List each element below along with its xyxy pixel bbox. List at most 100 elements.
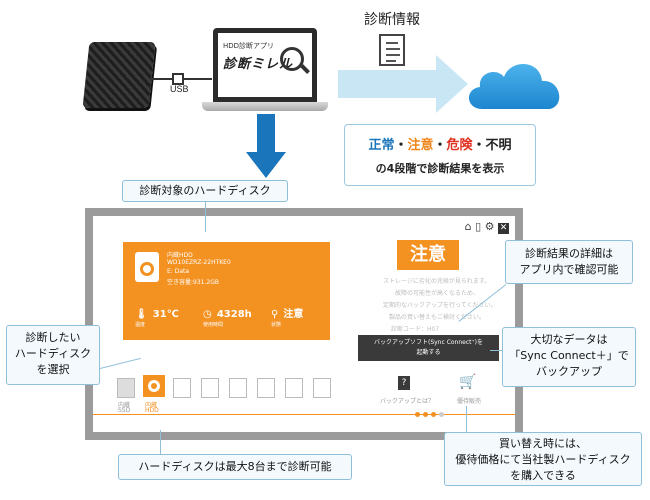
slot-ssd-label-b: SSD xyxy=(118,407,131,414)
status-levels: 正常・注意・危険・不明 xyxy=(345,134,535,153)
usb-plug-icon xyxy=(172,73,184,85)
card-free-space: 空き容量:931.2GB xyxy=(167,279,219,286)
drive-slot-empty[interactable] xyxy=(201,378,219,398)
temp-stat: 🌡 31℃ 温度 xyxy=(135,302,179,328)
usb-label: USB xyxy=(170,84,189,94)
app-toolbar: ⌂ ▯ ⚙ ✕ xyxy=(465,220,509,234)
doc-line xyxy=(386,54,400,56)
page-dot-active[interactable] xyxy=(415,412,420,417)
drive-slot-empty[interactable] xyxy=(173,378,191,398)
arrow-right-shaft xyxy=(338,70,438,98)
callout-details-line-2: アプリ内で確認可能 xyxy=(519,263,619,276)
state-value: 注意 xyxy=(283,309,304,320)
result-desc-1: ストレージに劣化の兆候が見られます。 xyxy=(383,278,491,285)
diagnostic-code: 診断コード：H07 xyxy=(391,326,440,333)
drive-slot-empty[interactable] xyxy=(313,378,331,398)
hdd-icon xyxy=(135,252,159,282)
close-icon[interactable]: ✕ xyxy=(498,223,509,234)
doc-line xyxy=(386,42,398,44)
magnifier-icon xyxy=(280,47,304,71)
card-name: 内蔵HDD xyxy=(167,252,193,259)
drive-slot-ssd[interactable] xyxy=(117,378,135,398)
doc-line xyxy=(386,60,396,62)
backup-launch-button[interactable]: バックアップソフト(Sync Connect⁺)を 起動する xyxy=(358,335,499,361)
result-desc-2: 故障の可能性が高くなるため、 xyxy=(395,290,480,297)
hours-value: 4328h xyxy=(216,309,252,320)
callout-details-line-1: 診断結果の詳細は xyxy=(525,247,613,260)
status-line xyxy=(93,414,515,415)
result-desc-3: 定期的なバックアップを行ってください。 xyxy=(383,302,497,309)
drive-slot-empty[interactable] xyxy=(285,378,303,398)
callout-max-8: ハードディスクは最大8台まで診断可能 xyxy=(118,454,352,480)
info-label: 診断情報 xyxy=(364,12,420,28)
slot-hdd-label-a: 内蔵 xyxy=(145,402,158,409)
external-hdd-icon xyxy=(82,42,156,108)
arrow-right-icon xyxy=(436,55,468,113)
drive-slot-empty[interactable] xyxy=(229,378,247,398)
laptop-icon: HDD診断アプリ 診断ミレル xyxy=(213,28,317,102)
result-badge: 注意 xyxy=(397,240,459,270)
hdd-info-card: 内蔵HDD WD10EZRZ-22HTKE0 E: Data 空き容量:931.… xyxy=(123,242,330,340)
callout-purchase-line-1: 買い替え時には、 xyxy=(499,437,587,450)
page-dot[interactable] xyxy=(439,412,444,417)
callout-purchase-line-2: 優待価格にて当社製ハードディスク xyxy=(455,453,631,466)
arrow-down-shaft xyxy=(257,114,275,154)
separator: ・ xyxy=(472,138,486,153)
card-model: WD10EZRZ-22HTKE0 xyxy=(167,259,231,266)
status-levels-box: 正常・注意・危険・不明 の4段階で診断結果を表示 xyxy=(344,124,536,186)
backup-launch-label-1: バックアップソフト(Sync Connect⁺)を xyxy=(373,339,484,346)
callout-select-line-2: ハードディスク xyxy=(14,347,92,360)
separator: ・ xyxy=(433,138,447,153)
help-label[interactable]: バックアップとは？ xyxy=(380,398,435,405)
status-normal: 正常 xyxy=(368,138,395,153)
callout-backup: 大切なデータは 「Sync Connect＋」で バックアップ xyxy=(502,327,636,387)
arrow-down-icon xyxy=(246,152,286,178)
card-drive: E: Data xyxy=(167,268,190,275)
question-icon[interactable]: ? xyxy=(398,376,410,390)
slot-ssd-label-a: 内蔵 xyxy=(118,402,131,409)
drive-slot-hdd[interactable] xyxy=(143,375,165,397)
callout-purchase-line-3: を購入できる xyxy=(510,469,576,482)
hours-stat: ◷ 4328h 使用時間 xyxy=(203,302,252,328)
status-caution: 注意 xyxy=(407,138,434,153)
page-dot[interactable] xyxy=(431,412,436,417)
doc-line xyxy=(386,48,400,50)
callout-backup-line-2: 「Sync Connect＋」で xyxy=(509,349,629,362)
gear-icon[interactable]: ⚙ xyxy=(484,220,495,233)
status-danger: 危険 xyxy=(446,138,473,153)
callout-details: 診断結果の詳細は アプリ内で確認可能 xyxy=(505,240,633,284)
app-small-label: HDD診断アプリ xyxy=(223,42,275,50)
callout-backup-line-1: 大切なデータは xyxy=(530,333,608,346)
callout-select-line-1: 診断したい xyxy=(25,331,81,344)
separator: ・ xyxy=(394,138,408,153)
callout-pointer xyxy=(160,430,161,454)
clock-icon: ◷ xyxy=(203,309,212,320)
drive-slot-empty[interactable] xyxy=(257,378,275,398)
status-description: の4段階で診断結果を表示 xyxy=(375,162,505,175)
laptop-base xyxy=(202,102,328,111)
result-desc-4: 製品の買い替えもご検討ください。 xyxy=(389,314,486,321)
state-stat: ⚲ 注意 状態 xyxy=(271,302,303,328)
state-label: 状態 xyxy=(271,322,282,328)
search-icon: ⚲ xyxy=(271,309,279,320)
cloud-icon xyxy=(468,63,560,109)
callout-select-line-3: を選択 xyxy=(36,363,70,376)
backup-launch-label-2: 起動する xyxy=(416,349,441,356)
thermometer-icon: 🌡 xyxy=(135,309,148,320)
callout-pointer xyxy=(466,406,467,432)
slot-hdd-label-b: HDD xyxy=(145,407,159,414)
document-icon xyxy=(379,34,405,66)
cart-icon[interactable]: 🛒 xyxy=(459,374,477,390)
shop-label[interactable]: 優待販売 xyxy=(457,398,482,405)
app-window: ⌂ ▯ ⚙ ✕ 内蔵HDD WD10EZRZ-22HTKE0 E: Data 空… xyxy=(85,208,523,440)
temp-label: 温度 xyxy=(135,322,146,328)
callout-select-hdd: 診断したい ハードディスク を選択 xyxy=(6,325,100,385)
magnifier-handle xyxy=(300,64,310,74)
callout-target-hdd: 診断対象のハードディスク xyxy=(122,180,288,202)
home-icon[interactable]: ⌂ xyxy=(464,220,472,233)
callout-backup-line-3: バックアップ xyxy=(536,365,602,378)
callout-pointer xyxy=(490,350,502,351)
page-dot[interactable] xyxy=(423,412,428,417)
app-title: 診断ミレル xyxy=(223,57,294,72)
copy-icon[interactable]: ▯ xyxy=(475,220,482,233)
